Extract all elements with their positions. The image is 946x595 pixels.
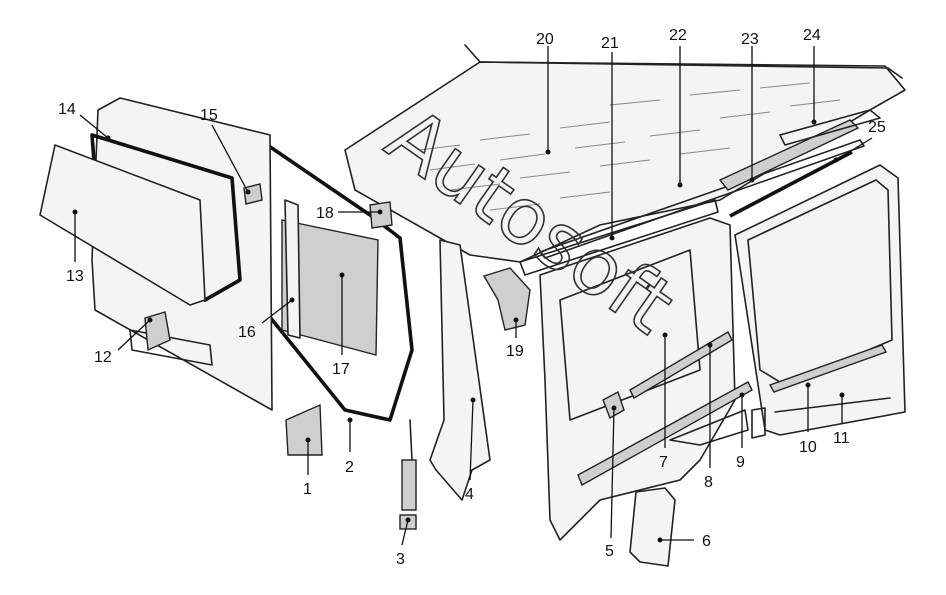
tail-light-1 <box>285 403 323 456</box>
bracket-19 <box>482 267 531 331</box>
rear-glass-13 <box>39 144 206 306</box>
callout-23: 23 <box>741 31 759 48</box>
callout-labels: 1 2 3 4 5 6 7 8 9 10 11 12 13 14 15 16 1… <box>58 27 886 568</box>
hinge-18 <box>369 201 393 229</box>
callout-21: 21 <box>601 35 619 52</box>
callout-5: 5 <box>605 543 614 560</box>
pillar-4 <box>429 239 491 501</box>
sliding-door <box>734 164 906 436</box>
callout-22: 22 <box>669 27 687 44</box>
callout-25: 25 <box>868 119 886 136</box>
callout-7: 7 <box>659 454 668 471</box>
hinge-15 <box>243 183 263 205</box>
trim-strip-16 <box>284 199 301 339</box>
tailgate-seal-2 <box>234 128 414 422</box>
gas-strut-3 <box>399 419 417 530</box>
callout-6: 6 <box>702 533 711 550</box>
leader-lines <box>72 46 873 546</box>
callout-15: 15 <box>200 107 218 124</box>
callout-1: 1 <box>303 481 312 498</box>
callout-14: 14 <box>58 101 76 118</box>
callout-17: 17 <box>332 361 350 378</box>
callout-4: 4 <box>465 486 474 503</box>
callout-11: 11 <box>833 430 850 447</box>
callout-9: 9 <box>736 454 745 471</box>
seal-strip-25 <box>729 150 853 218</box>
callout-2: 2 <box>345 459 354 476</box>
callout-8: 8 <box>704 474 713 491</box>
callout-18: 18 <box>316 205 334 222</box>
callout-10: 10 <box>799 439 817 456</box>
callout-20: 20 <box>536 31 554 48</box>
callout-19: 19 <box>506 343 524 360</box>
callout-24: 24 <box>803 27 821 44</box>
callout-13: 13 <box>66 268 84 285</box>
callout-12: 12 <box>94 349 112 366</box>
body-side-panel <box>539 217 736 541</box>
fuel-flap-6 <box>629 487 676 567</box>
upper-rail-strips <box>718 109 881 191</box>
door-handle-5 <box>602 390 625 420</box>
callout-16: 16 <box>238 324 256 341</box>
roof-panel <box>344 44 906 263</box>
callout-3: 3 <box>396 551 405 568</box>
trim-panel-17 <box>281 219 379 356</box>
